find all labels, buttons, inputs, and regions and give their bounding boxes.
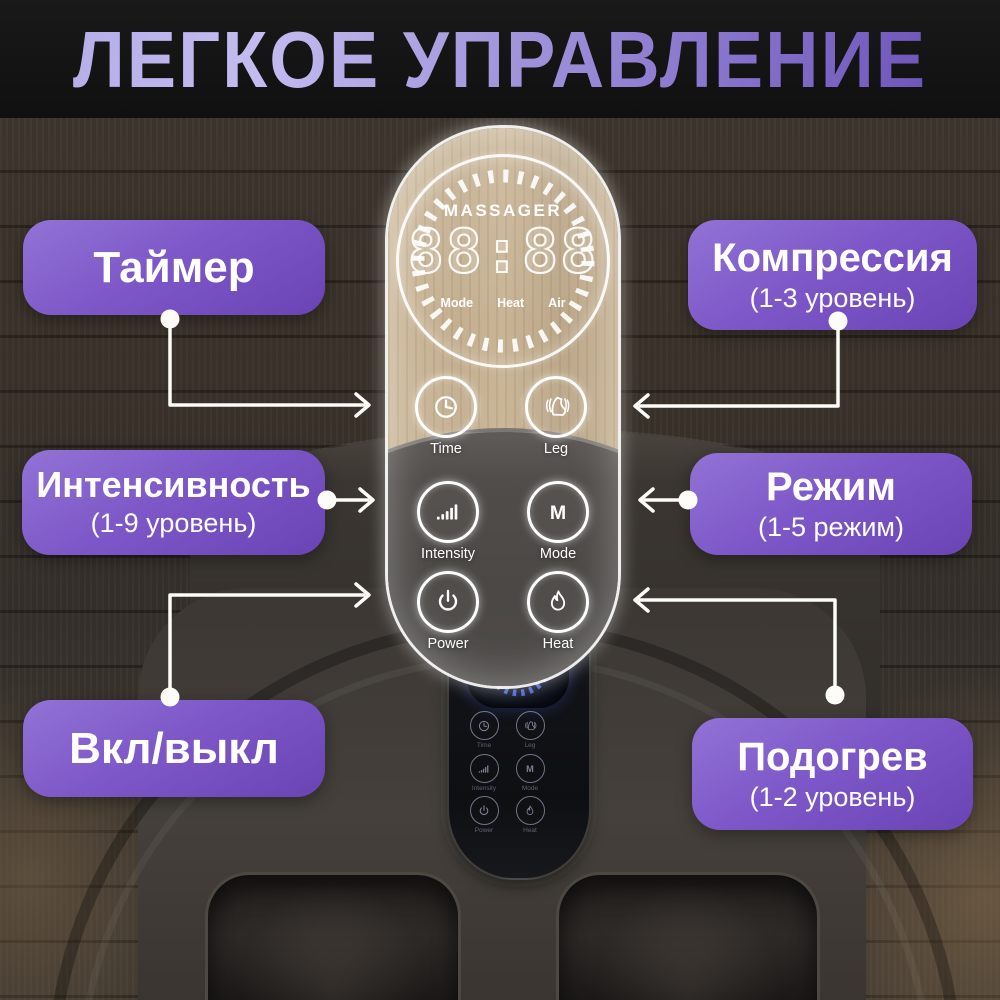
device-button-time: Time [457, 711, 511, 749]
display-tick-ring [411, 169, 595, 353]
flame-icon [522, 803, 538, 819]
signal-bars-icon [431, 495, 465, 529]
panel-button-intensity: Intensity [400, 481, 496, 562]
callout-title: Вкл/выкл [69, 723, 279, 773]
device-button-power: Power [457, 796, 511, 834]
callout-intensity: Интенсивность (1-9 уровень) [22, 450, 325, 555]
signal-bars-icon [476, 761, 492, 777]
panel-button-leg: Leg [508, 376, 604, 457]
left-foot-well [205, 872, 461, 1000]
device-button-leg: Leg [503, 711, 557, 749]
callout-title: Таймер [93, 242, 255, 292]
leg-air-icon [522, 718, 538, 734]
letter-m-icon [522, 761, 538, 777]
letter-m-icon [541, 495, 575, 529]
enlarged-control-panel: MASSAGER 88:88 Mode Heat Air Time Leg In… [385, 125, 621, 689]
device-button-mode: Mode [503, 754, 557, 792]
page-title: ЛЕГКОЕ УПРАВЛЕНИЕ [72, 14, 928, 104]
callout-subtitle: (1-5 режим) [758, 512, 904, 543]
panel-button-time: Time [398, 376, 494, 457]
callout-mode: Режим (1-5 режим) [690, 453, 972, 555]
mode-label: Mode [440, 296, 474, 310]
flame-icon [541, 585, 575, 619]
heat-label: Heat [497, 296, 525, 310]
callout-title: Интенсивность [36, 464, 311, 506]
power-icon [476, 803, 492, 819]
air-label: Air [548, 296, 566, 310]
callout-subtitle: (1-9 уровень) [90, 508, 257, 539]
callout-compression: Компрессия (1-3 уровень) [688, 220, 977, 330]
callout-title: Подогрев [737, 734, 928, 779]
leg-air-icon [539, 390, 573, 424]
callout-timer: Таймер [23, 220, 325, 315]
panel-dark-lower [388, 428, 618, 686]
clock-icon [476, 718, 492, 734]
panel-display-circle: MASSAGER 88:88 Mode Heat Air [396, 154, 610, 368]
device-button-heat: Heat [503, 796, 557, 834]
panel-button-power: Power [400, 571, 496, 652]
right-foot-well [556, 872, 820, 1000]
callout-subtitle: (1-2 уровень) [749, 782, 916, 813]
panel-brand: MASSAGER [443, 201, 563, 220]
device-button-intensity: Intensity [457, 754, 511, 792]
callout-title: Компрессия [712, 235, 953, 280]
header-banner: ЛЕГКОЕ УПРАВЛЕНИЕ [0, 0, 1000, 118]
panel-button-mode: Mode [510, 481, 606, 562]
power-icon [431, 585, 465, 619]
callout-power: Вкл/выкл [23, 700, 325, 797]
panel-mode-labels: Mode Heat Air [399, 296, 607, 310]
callout-subtitle: (1-3 уровень) [749, 283, 916, 314]
panel-time-digits: 88:88 [407, 216, 599, 288]
panel-button-heat: Heat [510, 571, 606, 652]
clock-icon [429, 390, 463, 424]
callout-title: Режим [766, 464, 896, 509]
callout-heat: Подогрев (1-2 уровень) [692, 718, 973, 830]
